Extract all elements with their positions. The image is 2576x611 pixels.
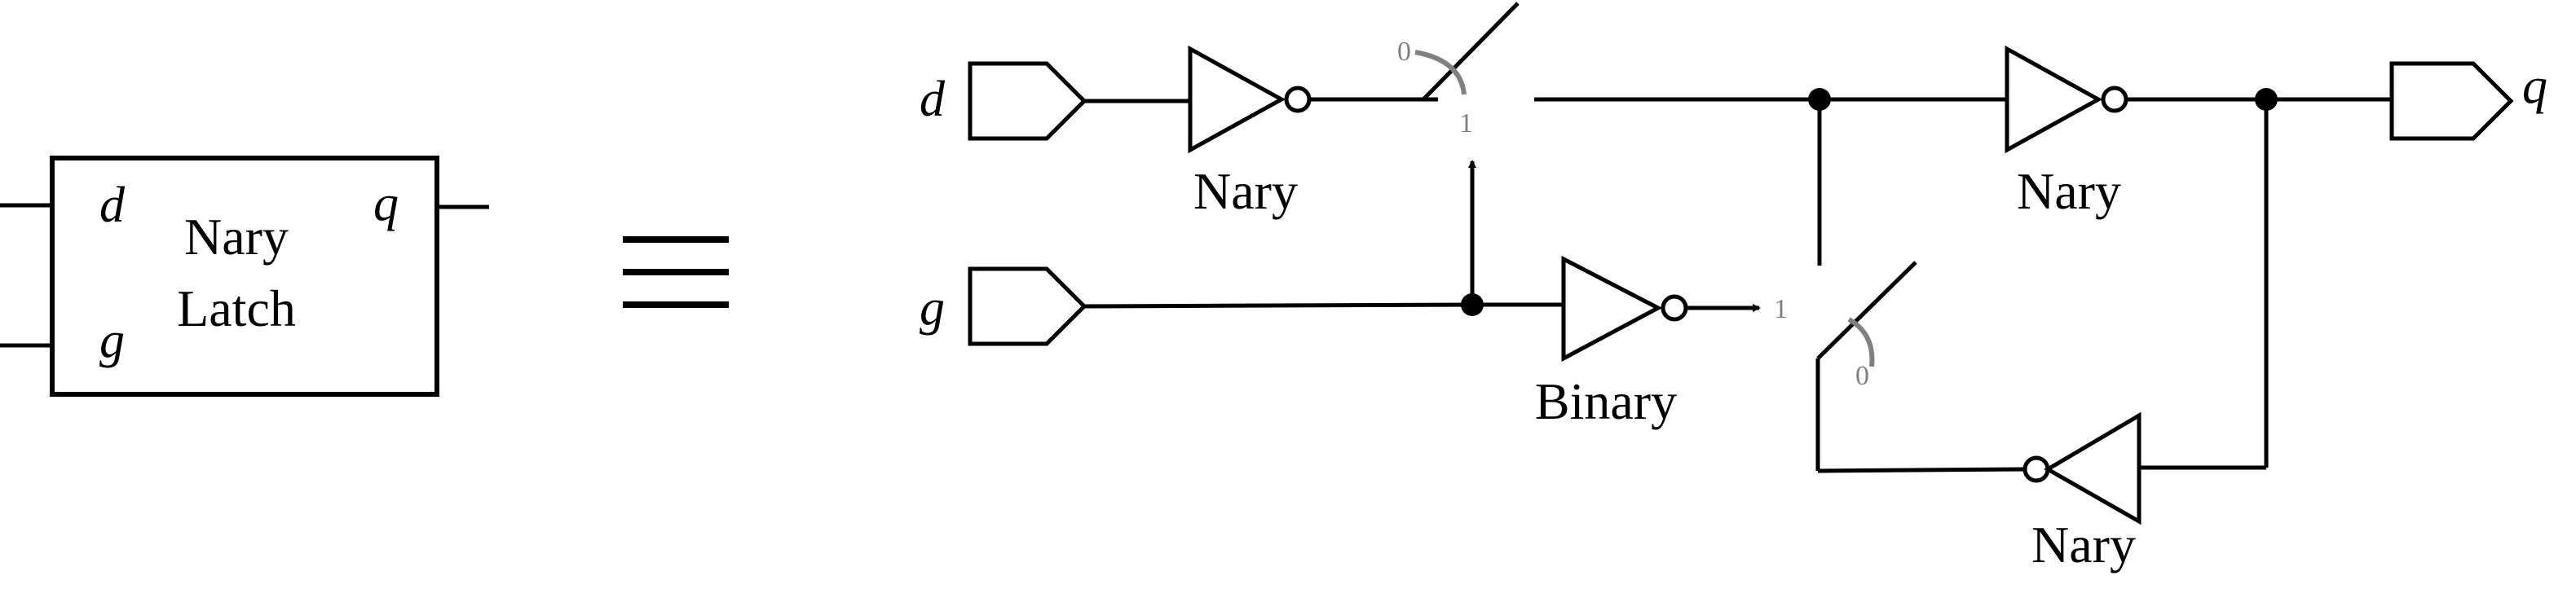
inverter-output-nary bbox=[2005, 45, 2103, 154]
wire-feedback-bottom-left bbox=[1817, 467, 2026, 473]
latch-symbol: d g q Nary Latch bbox=[0, 156, 489, 397]
switch1-label-0: 0 bbox=[1397, 37, 1411, 67]
inverter-feedback-nary bbox=[2044, 411, 2142, 525]
input-g-port bbox=[968, 266, 1087, 346]
latch-pin-d: d bbox=[99, 178, 126, 233]
input-d-label: d bbox=[920, 72, 946, 127]
latch-box bbox=[50, 156, 439, 397]
switch2-label-1: 1 bbox=[1774, 294, 1788, 324]
circuit: d g Nary 0 1 Nary bbox=[920, 2, 2547, 574]
output-q-port bbox=[2389, 61, 2514, 141]
inverter-input-nary bbox=[1188, 45, 1286, 154]
input-g-label: g bbox=[920, 280, 945, 336]
wire-g-to-node3 bbox=[1083, 302, 1473, 309]
switch1-label-1: 1 bbox=[1459, 108, 1473, 138]
inverter-output-bubble bbox=[2101, 86, 2128, 113]
gate-label-input-inverter: Nary bbox=[1193, 162, 1298, 220]
gate-label-output-inverter: Nary bbox=[2017, 162, 2121, 220]
input-d-port bbox=[968, 61, 1087, 141]
switch2-arc bbox=[1847, 317, 1875, 367]
latch-title-line1: Nary bbox=[184, 208, 289, 266]
switch2-label-0: 0 bbox=[1855, 361, 1869, 391]
gate-label-control-inverter: Binary bbox=[1535, 372, 1677, 430]
latch-pin-q: q bbox=[373, 176, 399, 231]
latch-pin-g: g bbox=[99, 313, 125, 368]
gate-label-feedback-inverter: Nary bbox=[2031, 516, 2136, 574]
switch1-arc bbox=[1414, 50, 1467, 95]
equivalence-symbol bbox=[623, 236, 729, 308]
switch2-blade bbox=[1816, 261, 1917, 360]
output-q-label: q bbox=[2522, 59, 2547, 114]
inverter-binary-bubble bbox=[1661, 294, 1688, 322]
latch-title-line2: Latch bbox=[177, 279, 296, 337]
switch1-blade bbox=[1422, 2, 1520, 101]
inverter-binary bbox=[1561, 255, 1663, 363]
inverter-input-bubble bbox=[1284, 86, 1312, 113]
